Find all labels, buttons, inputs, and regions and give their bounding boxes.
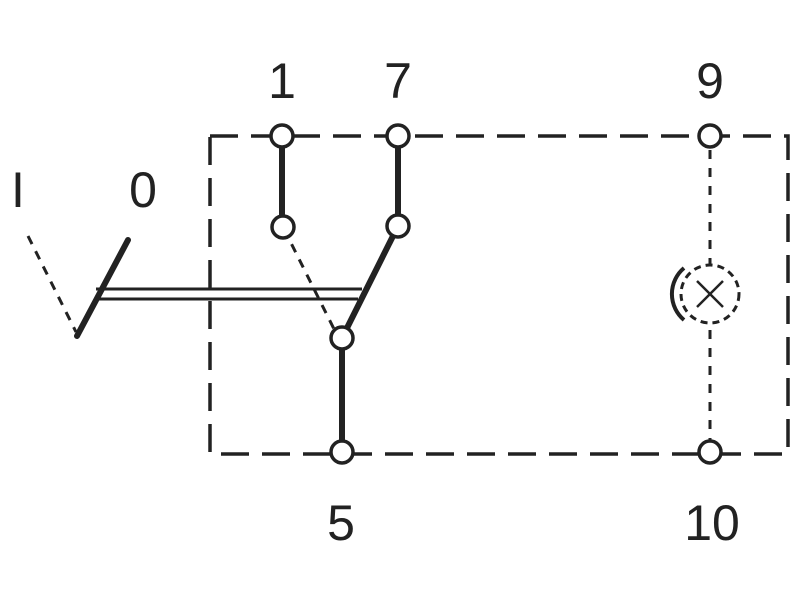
actuator-on-position-dashed [26,235,78,333]
terminal-label-7: 7 [384,53,412,109]
terminal-label-9: 9 [696,53,724,109]
contact-node-7 [385,213,411,239]
contact-pivot [329,325,355,351]
housing-outline [208,134,790,456]
contact-node-1 [270,214,296,240]
terminal-9 [697,123,723,149]
lamp-icon [669,263,741,325]
terminal-label-1: 1 [268,53,296,109]
terminal-label-10: 10 [684,495,740,551]
position-label-on: I [11,162,25,218]
terminal-10 [697,439,723,465]
contact-arm-alternate-dashed [282,228,337,332]
terminal-label-5: 5 [327,495,355,551]
contact-arm-closed [339,223,401,341]
terminal-7 [385,123,411,149]
position-label-off: 0 [129,162,157,218]
terminal-1 [269,123,295,149]
terminal-5 [329,439,355,465]
